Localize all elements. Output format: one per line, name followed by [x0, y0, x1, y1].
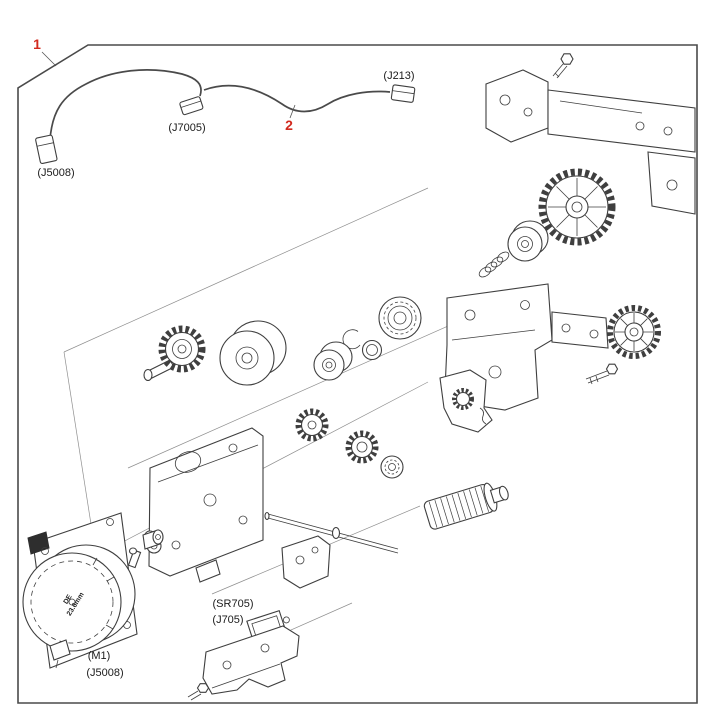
dowel-pin: [127, 547, 142, 569]
small-bearing: [380, 455, 404, 479]
plate-bracket: [281, 535, 331, 589]
label-j5008-motor: (J5008): [86, 667, 123, 679]
figure-border: [17, 44, 698, 704]
callout-2: 2: [285, 117, 293, 133]
washer-ring: [361, 339, 383, 361]
e-clip: [342, 329, 361, 350]
knurled-roller: [423, 482, 509, 530]
pulley-roller: [507, 220, 549, 262]
connector-j213: [390, 84, 416, 103]
drive-shaft: [264, 511, 399, 554]
screw-top: [552, 53, 574, 79]
mounting-plate: [148, 427, 264, 583]
idler-gear-1: [295, 408, 329, 442]
wire-path-2: [203, 84, 391, 113]
gear-cluster: [143, 325, 206, 382]
label-sr705: (SR705): [213, 598, 254, 610]
label-j5008-cable: (J5008): [37, 167, 74, 179]
connector-j7005: [179, 96, 204, 116]
cable-assembly: [35, 69, 416, 164]
wire-path: [49, 69, 202, 141]
idler-gear-2: [345, 430, 379, 464]
label-j213: (J213): [383, 70, 414, 82]
label-j7005: (J7005): [168, 122, 205, 134]
label-j705: (J705): [212, 614, 243, 626]
screw-solenoid: [187, 683, 210, 701]
latch-lever: [439, 369, 493, 433]
callout-2-leader: [289, 104, 296, 119]
coil-spring: [478, 251, 510, 278]
small-roller: [313, 341, 353, 381]
drive-roller: [219, 320, 287, 386]
motor-assembly: DE 23.6mm: [22, 512, 164, 669]
connector-j5008: [35, 134, 58, 164]
top-right-bracket: [485, 69, 696, 215]
ball-bearing: [378, 296, 422, 340]
callout-1: 1: [33, 36, 41, 52]
solenoid-assembly: [202, 609, 300, 695]
screw-right: [585, 363, 619, 385]
right-spoked-wheel: [607, 305, 661, 359]
callout-1-leader: [41, 51, 57, 67]
spoked-gear-wheel: [538, 168, 616, 246]
label-m1: (M1): [88, 650, 111, 662]
motor-face-line1: DE: [63, 593, 74, 605]
